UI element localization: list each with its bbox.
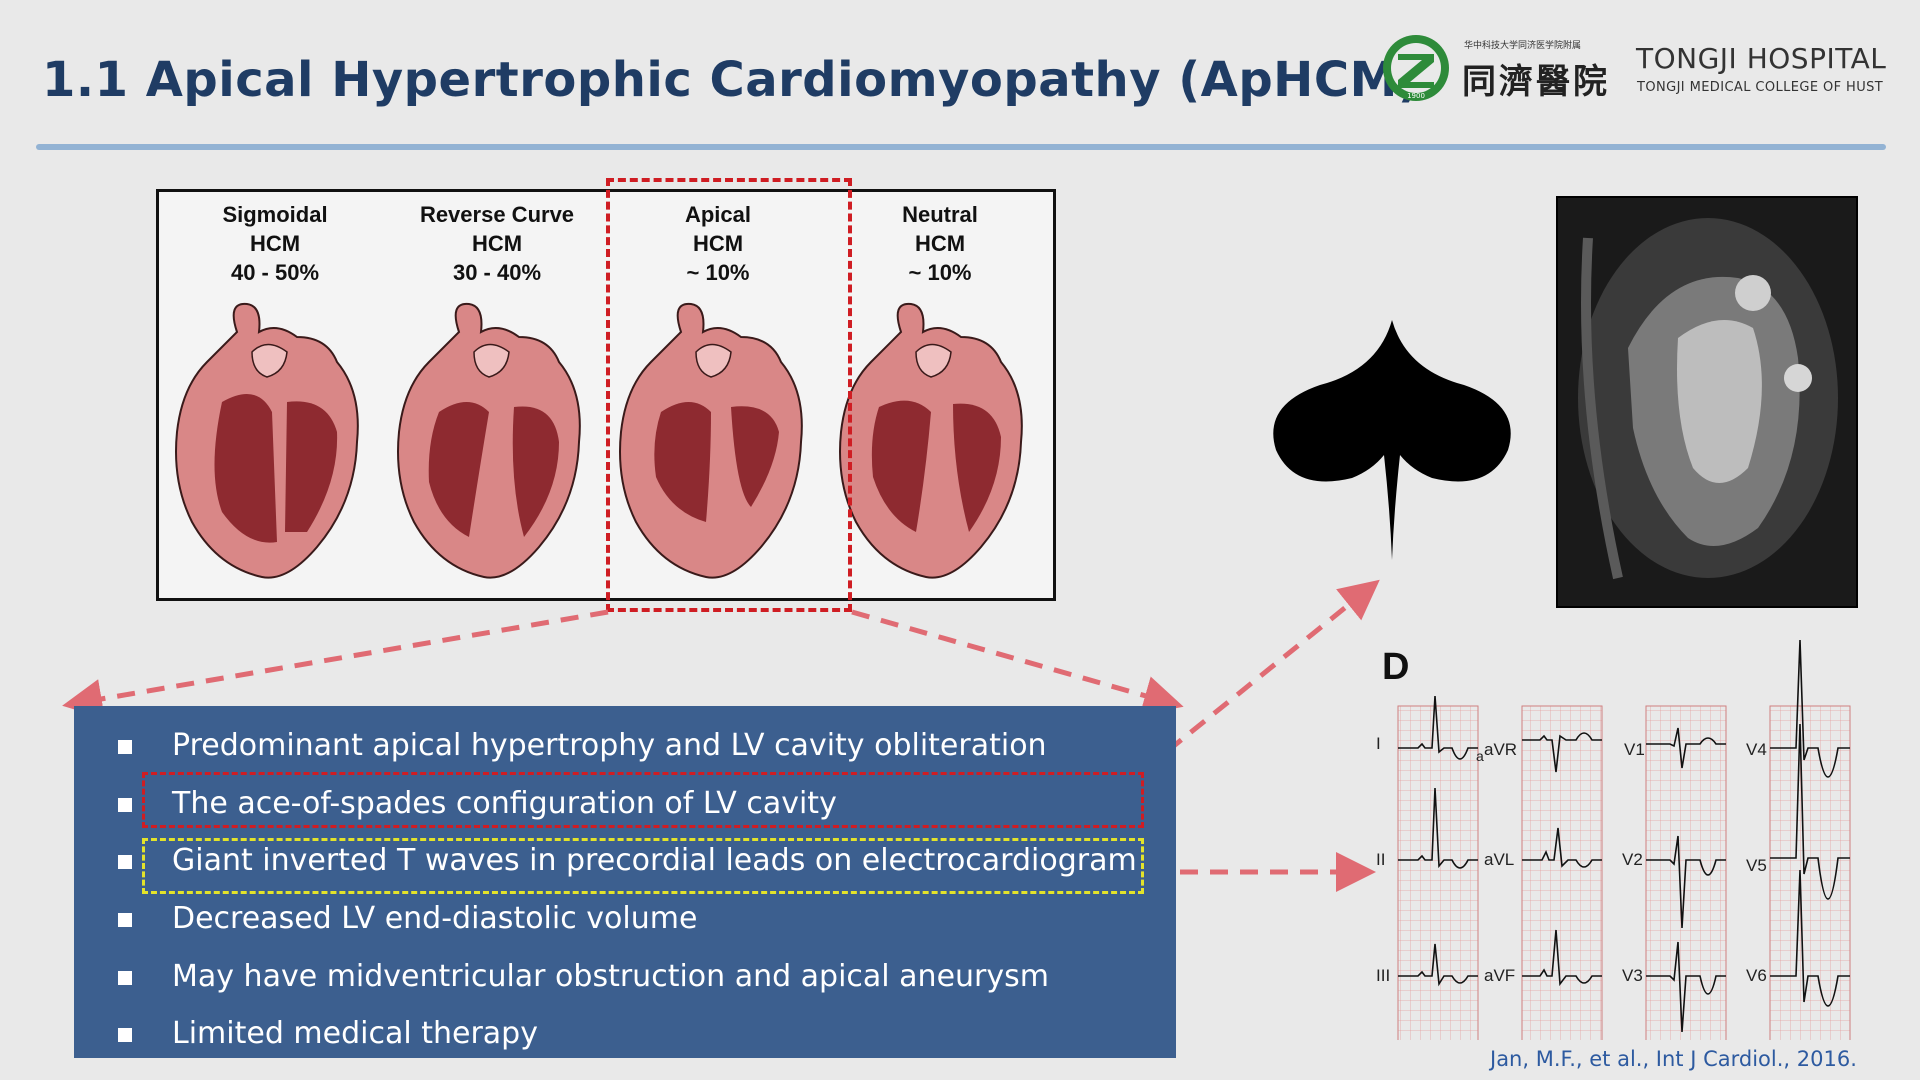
ecg-lead-label: V2 xyxy=(1622,850,1643,869)
citation: Jan, M.F., et al., Int J Cardiol., 2016. xyxy=(1490,1047,1857,1071)
feature-text: Predominant apical hypertrophy and LV ca… xyxy=(172,728,1047,763)
hcm-type-prevalence: ~ 10% xyxy=(908,260,972,285)
logo-chinese-name: 同濟醫院 xyxy=(1462,62,1610,102)
feature-text: Limited medical therapy xyxy=(172,1016,538,1051)
ecg-panel-label: D xyxy=(1382,646,1410,688)
hospital-logo: 1900 华中科技大学同济医学院附属 同濟醫院 TONGJI HOSPITAL … xyxy=(1380,30,1900,110)
hcm-type-sigmoidal: Sigmoidal HCM 40 - 50% xyxy=(162,200,388,287)
hcm-type-apical: Apical HCM ~ 10% xyxy=(605,200,831,287)
bullet-square-icon xyxy=(118,740,132,754)
bullet-square-icon xyxy=(118,971,132,985)
feature-item: Limited medical therapy xyxy=(96,1014,1156,1054)
ecg-tracings xyxy=(1397,640,1851,1040)
hcm-type-subname: HCM xyxy=(914,231,966,256)
hcm-type-name: Reverse Curve xyxy=(419,202,575,227)
feature-text: Giant inverted T waves in precordial lea… xyxy=(172,843,1137,878)
heart-neutral-illustration xyxy=(839,302,1023,579)
ecg-lead-label: V6 xyxy=(1746,966,1767,985)
bullet-square-icon xyxy=(118,798,132,812)
bullet-square-icon xyxy=(118,913,132,927)
feature-text: May have midventricular obstruction and … xyxy=(172,959,1049,994)
bullet-square-icon xyxy=(118,1028,132,1042)
ecg-lead-label: V1 xyxy=(1624,740,1645,759)
title-divider xyxy=(36,144,1886,150)
heart-reverse-curve-illustration xyxy=(397,302,581,579)
hcm-type-prevalence: ~ 10% xyxy=(686,260,750,285)
arrow-to-box-right xyxy=(851,609,1184,715)
logo-english-subtitle: TONGJI MEDICAL COLLEGE OF HUST xyxy=(1637,80,1884,95)
ecg-lead-label: II xyxy=(1376,850,1386,869)
key-features-box: Predominant apical hypertrophy and LV ca… xyxy=(74,706,1176,1058)
mri-scan-illustration xyxy=(1558,198,1856,606)
logo-year: 1900 xyxy=(1407,92,1425,100)
hcm-type-subname: HCM xyxy=(471,231,523,256)
logo-english-name: TONGJI HOSPITAL xyxy=(1636,42,1887,75)
feature-text: Decreased LV end-diastolic volume xyxy=(172,901,698,936)
hcm-type-reverse-curve: Reverse Curve HCM 30 - 40% xyxy=(384,200,610,287)
ace-of-spades-icon xyxy=(1273,320,1511,560)
tongji-emblem-icon: 1900 xyxy=(1383,35,1449,101)
ecg-lead-label: V5 xyxy=(1746,856,1767,875)
apical-hcm-highlight xyxy=(606,178,852,612)
feature-text: The ace-of-spades configuration of LV ca… xyxy=(172,786,837,821)
ecg-lead-label: I xyxy=(1376,734,1381,753)
feature-item: The ace-of-spades configuration of LV ca… xyxy=(96,784,1156,824)
ecg-waveforms xyxy=(1398,640,1850,1033)
hcm-type-name: Neutral xyxy=(902,202,978,227)
hcm-type-name: Apical xyxy=(684,202,752,227)
cardiac-mri-image xyxy=(1556,196,1858,608)
hcm-type-prevalence: 40 - 50% xyxy=(230,260,320,285)
ecg-lead-label: III xyxy=(1376,966,1391,985)
feature-item: Decreased LV end-diastolic volume xyxy=(96,899,1156,939)
feature-item: Predominant apical hypertrophy and LV ca… xyxy=(96,726,1156,766)
arrow-to-spade xyxy=(1142,579,1380,772)
ecg-lead-label: V4 xyxy=(1746,740,1767,759)
logo-affiliation-text: 华中科技大学同济医学院附属 xyxy=(1464,41,1582,51)
ecg-lead-label: aVL xyxy=(1484,850,1515,869)
hcm-type-name: Sigmoidal xyxy=(222,202,328,227)
heart-apical-illustration xyxy=(619,302,803,579)
hcm-type-subname: HCM xyxy=(249,231,301,256)
slide-title: 1.1 Apical Hypertrophic Cardiomyopathy (… xyxy=(42,52,1421,108)
ace-of-spades-highlight xyxy=(142,772,1144,828)
ecg-lead-label: V3 xyxy=(1622,966,1643,985)
bullet-square-icon xyxy=(118,855,132,869)
hcm-type-subname: HCM xyxy=(692,231,744,256)
hcm-type-prevalence: 30 - 40% xyxy=(452,260,542,285)
ecg-lead-label: aVR xyxy=(1484,740,1518,759)
ecg-lead-label: aVF xyxy=(1484,966,1516,985)
ecg-stray-mark: a xyxy=(1476,748,1484,764)
arrow-to-box-left xyxy=(62,609,609,719)
heart-sigmoidal-illustration xyxy=(175,302,359,579)
giant-t-wave-highlight xyxy=(142,838,1144,894)
hcm-type-neutral: Neutral HCM ~ 10% xyxy=(827,200,1053,287)
feature-item: Giant inverted T waves in precordial lea… xyxy=(96,841,1156,881)
feature-item: May have midventricular obstruction and … xyxy=(96,957,1156,997)
